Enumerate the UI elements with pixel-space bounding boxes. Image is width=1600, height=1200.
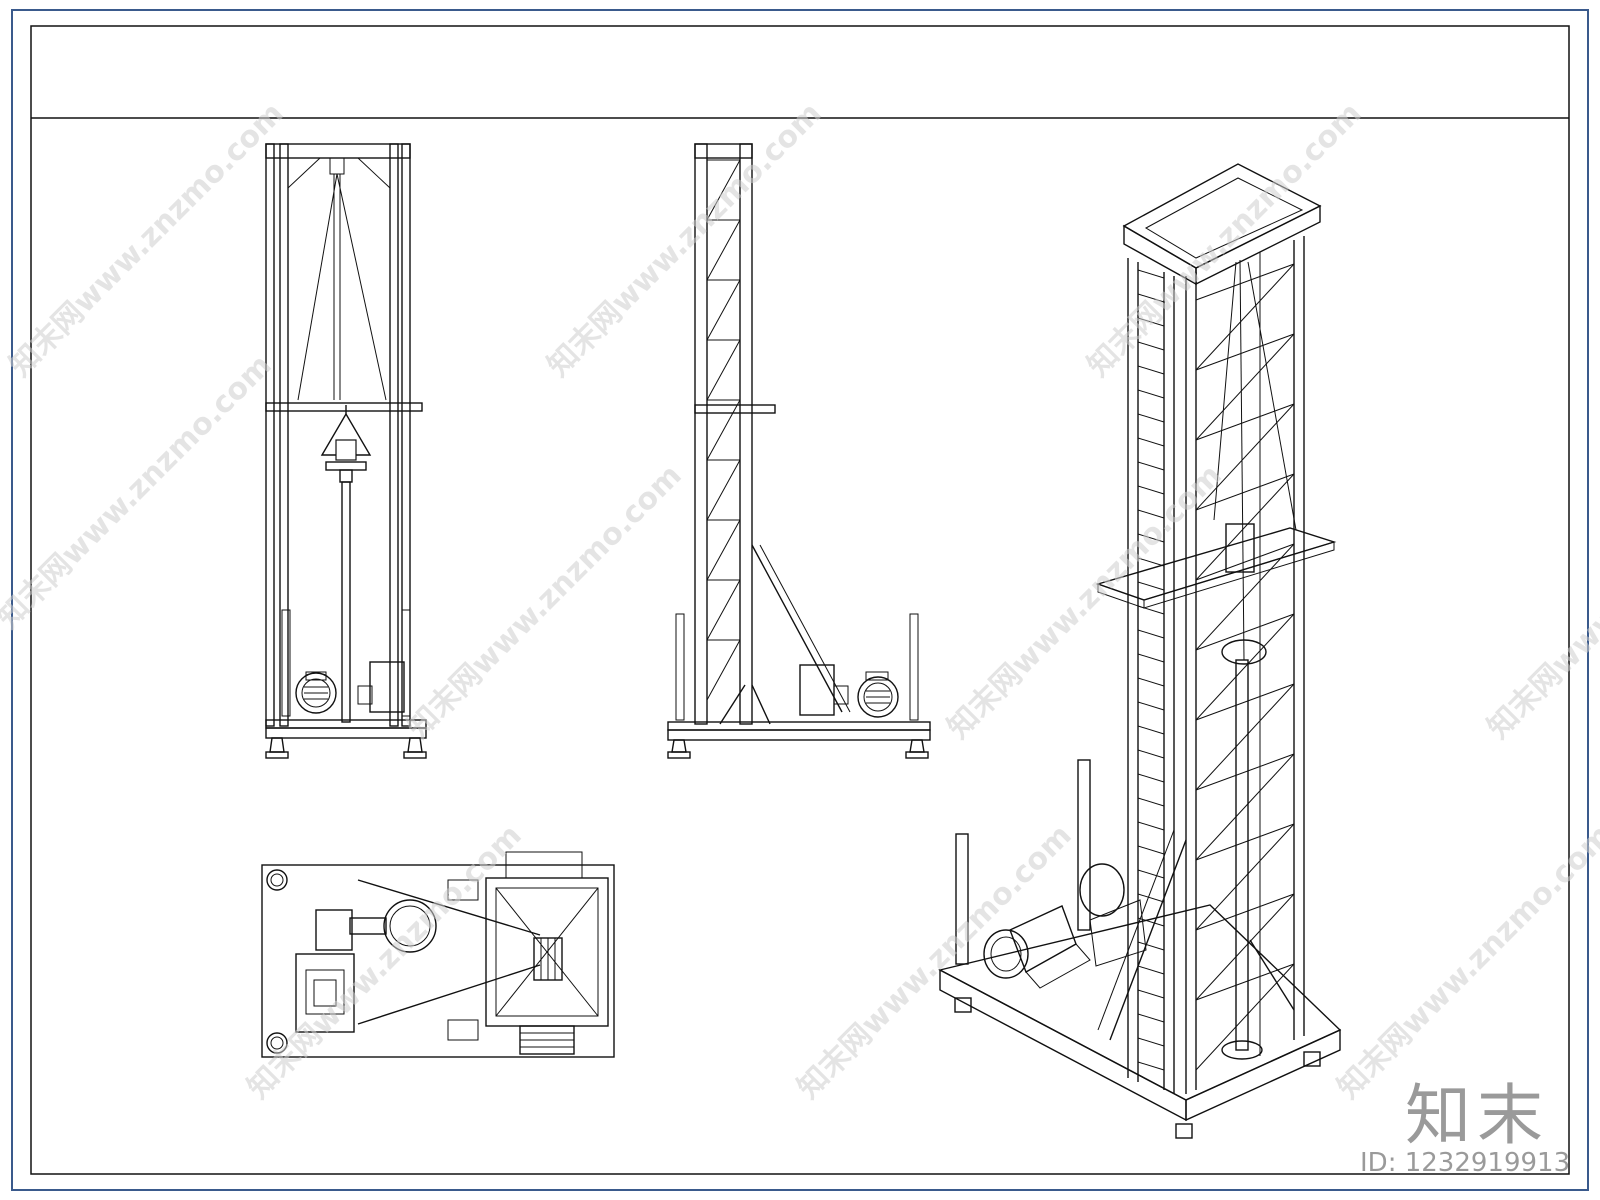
brand-logo-text: 知末 [1405, 1077, 1549, 1154]
watermark-text: 知末网www.znzmo.com [791, 818, 1079, 1106]
watermark-text: 知末网www.znzmo.com [0, 348, 279, 636]
drawing-id-label: ID: 1232919913 [1360, 1148, 1571, 1178]
watermark-text: 知末网www.znzmo.com [541, 96, 829, 384]
side-view [667, 143, 931, 759]
watermark-text: 知末网www.znzmo.com [401, 458, 689, 746]
top-view [261, 851, 615, 1058]
watermark-layer: 知末网www.znzmo.com 知末网www.znzmo.com 知末网www… [0, 96, 1600, 1106]
front-view [265, 143, 427, 759]
inner-border [30, 25, 1570, 1175]
watermark-text: 知末网www.znzmo.com [1481, 458, 1600, 746]
outer-border [11, 9, 1589, 1191]
isometric-view [938, 163, 1342, 1139]
watermark-text: 知末网www.znzmo.com [3, 96, 291, 384]
